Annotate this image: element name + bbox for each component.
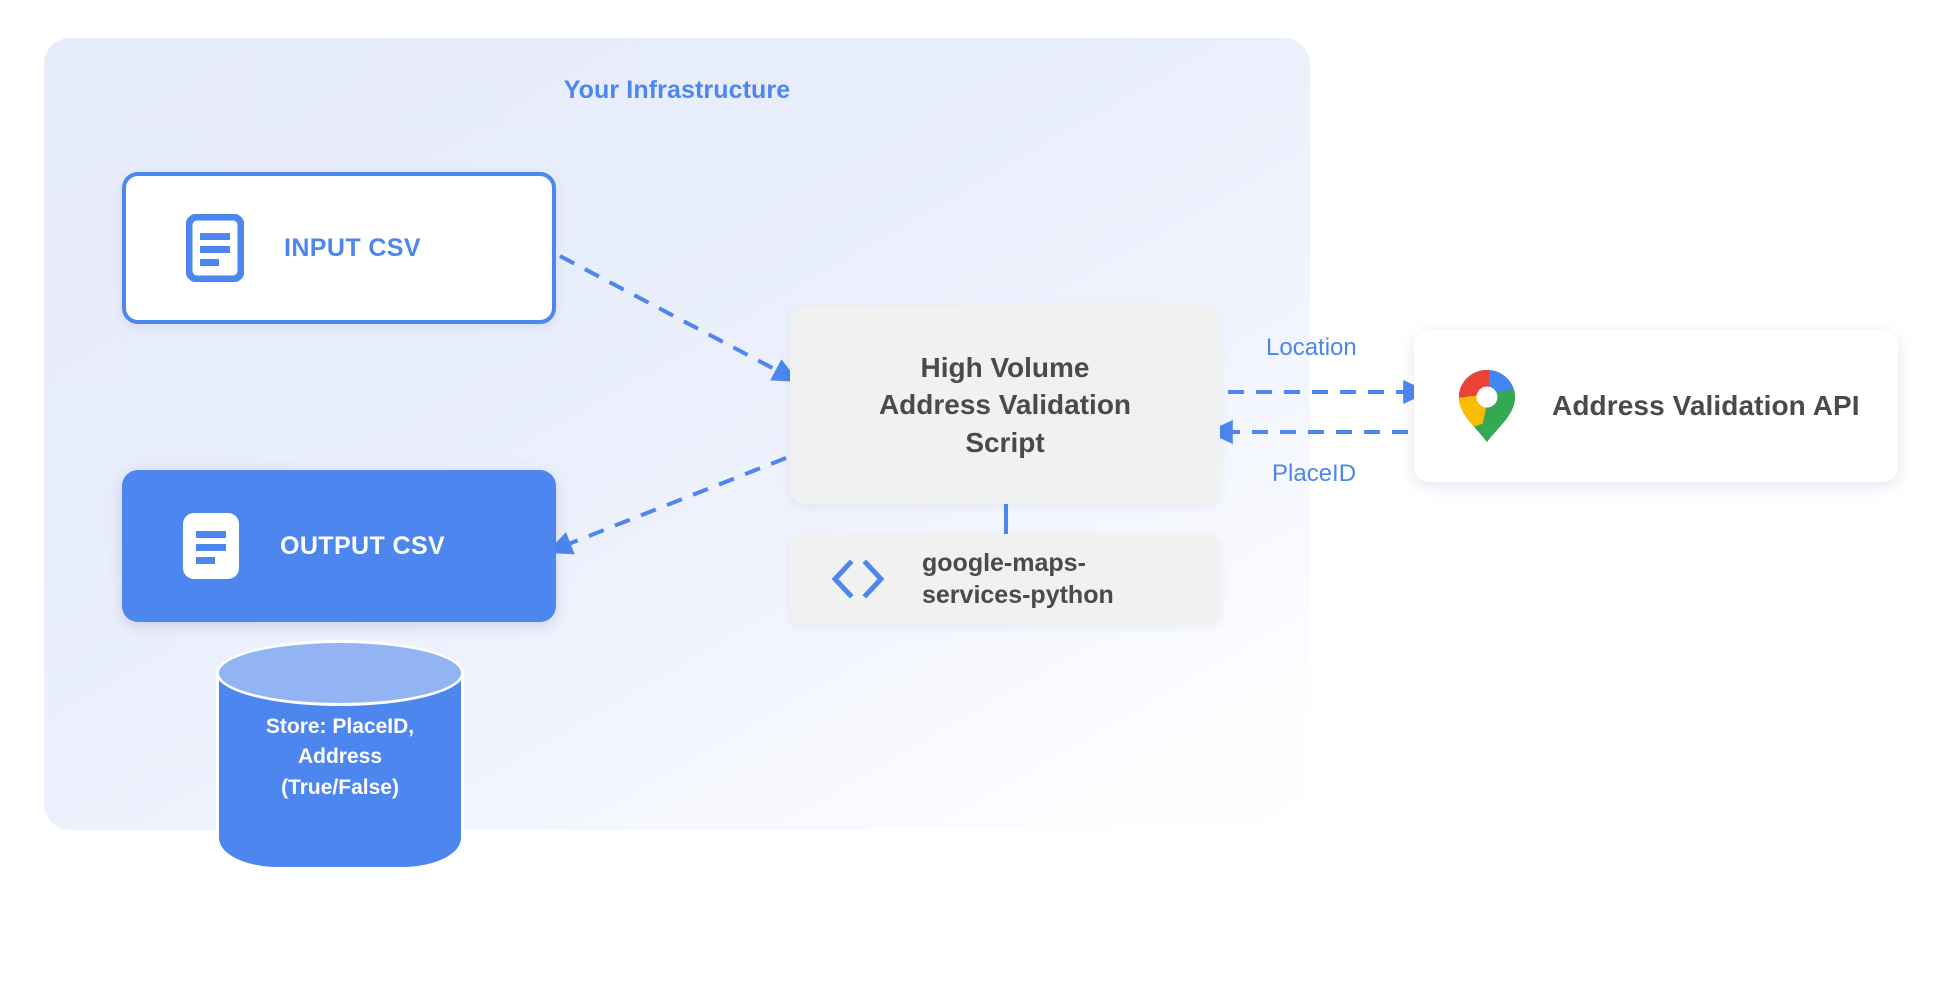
node-input-csv[interactable]: INPUT CSV [122, 172, 556, 324]
edge-script-to-library [1004, 504, 1008, 534]
node-output-csv-label: OUTPUT CSV [280, 531, 446, 560]
code-brackets-icon [831, 559, 885, 599]
node-api-label: Address Validation API [1552, 390, 1860, 421]
script-line-2: Address Validation [878, 389, 1132, 421]
document-icon [186, 214, 244, 282]
datastore-line-2: Address [297, 745, 383, 769]
script-line-1: High Volume [920, 352, 1090, 384]
node-address-validation-api[interactable]: Address Validation API [1414, 330, 1898, 482]
infrastructure-title: Your Infrastructure [563, 76, 791, 104]
node-datastore[interactable]: Store: PlaceID, Address (True/False) [216, 640, 464, 870]
edge-label-placeid: PlaceID [1272, 460, 1357, 487]
edge-label-location: Location [1266, 334, 1357, 361]
cylinder-top [216, 640, 464, 706]
node-client-library[interactable]: google-maps- services-python [790, 534, 1220, 624]
node-validation-script[interactable]: High Volume Address Validation Script [790, 306, 1220, 504]
datastore-line-3: (True/False) [281, 775, 399, 799]
library-line-2: services-python [922, 581, 1114, 609]
node-input-csv-label: INPUT CSV [284, 233, 421, 262]
datastore-line-1: Store: PlaceID, [265, 715, 415, 738]
document-icon [183, 513, 239, 579]
google-maps-pin-icon [1459, 370, 1515, 442]
library-line-1: google-maps- [922, 548, 1086, 577]
datastore-label: Store: PlaceID, Address (True/False) [216, 712, 464, 803]
node-output-csv[interactable]: OUTPUT CSV [122, 470, 556, 622]
script-line-3: Script [965, 426, 1045, 458]
